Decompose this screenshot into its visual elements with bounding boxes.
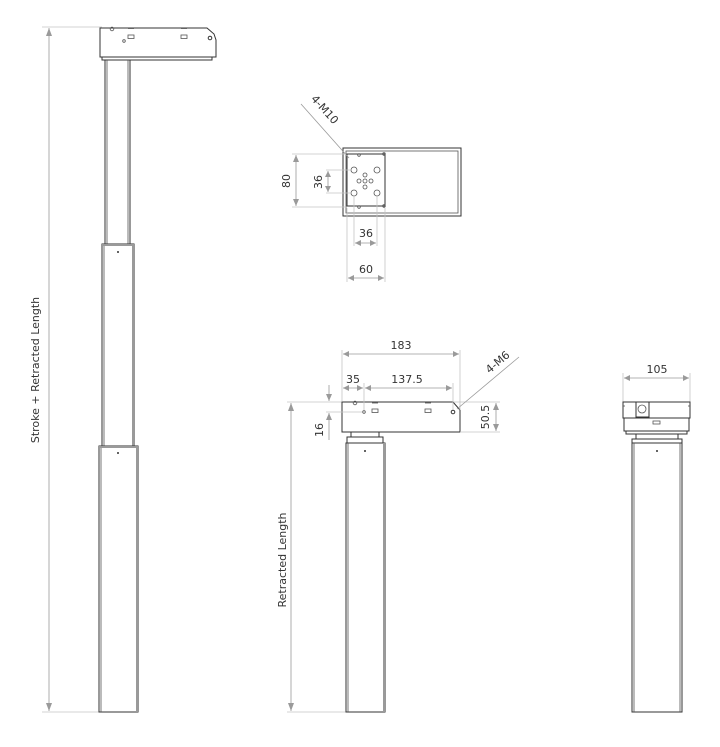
retracted-side-view: Retracted Length 183 35	[276, 339, 520, 713]
dim-35: 35	[346, 373, 360, 386]
dim-36-vertical: 36	[312, 175, 325, 189]
dim-50-5: 50.5	[479, 405, 492, 430]
retracted-length-label: Retracted Length	[276, 512, 289, 607]
thread-callout-m6: 4-M6	[483, 349, 512, 377]
dim-16: 16	[313, 423, 326, 437]
dim-36-horizontal: 36	[359, 227, 373, 240]
dim-60: 60	[359, 263, 373, 276]
dim-183: 183	[391, 339, 412, 352]
dim-105: 105	[647, 363, 668, 376]
dim-137-5: 137.5	[391, 373, 423, 386]
stroke-retracted-length-label: Stroke + Retracted Length	[29, 297, 42, 443]
front-view: 105	[622, 363, 691, 713]
dim-80: 80	[280, 174, 293, 188]
thread-callout-m10: 4-M10	[308, 93, 341, 127]
extended-side-view: Stroke + Retracted Length	[29, 26, 217, 713]
top-view: 4-M10 80 36 36 60	[280, 93, 462, 282]
